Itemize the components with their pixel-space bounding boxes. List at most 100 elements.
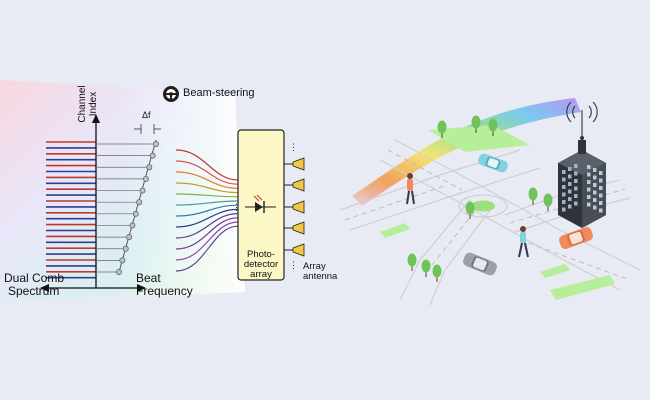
waveguide-line [175, 204, 239, 217]
building-window [568, 182, 572, 186]
tree-icon [437, 120, 447, 134]
comb-lines [46, 141, 96, 279]
pd-line-2: detector [243, 258, 279, 270]
building-window [562, 192, 566, 197]
bottom-band [0, 323, 650, 400]
office-building [558, 136, 606, 228]
waveguide-line [175, 217, 239, 250]
building-window [593, 198, 597, 202]
building-window [574, 201, 578, 206]
channel-bead [149, 152, 156, 159]
photodetector-array-box [237, 129, 285, 281]
building-window [599, 178, 603, 183]
waveguide-line [175, 200, 239, 206]
beat-frequency-label: Beat Frequency [136, 272, 193, 297]
pedestrian-with-phone [406, 173, 415, 205]
antenna-icon [292, 221, 305, 235]
pd-line-1: Photo- [247, 249, 275, 260]
svg-text:⋮: ⋮ [232, 202, 241, 212]
photodetector-array-label: Photo- detector array [238, 250, 284, 280]
building-window [599, 186, 603, 190]
channel-index-label: Channel Index [77, 74, 99, 134]
beam-steering-label: Beam-steering [183, 87, 255, 99]
building-window [587, 195, 591, 199]
building-window [574, 194, 578, 198]
x-axis-arrow-right [137, 284, 146, 292]
array-antenna-line-1: Array [303, 261, 326, 272]
building-window [593, 190, 597, 195]
y-axis-arrow [92, 114, 100, 123]
building-window [587, 187, 591, 192]
svg-text:⋮: ⋮ [289, 260, 298, 270]
channel-bead [122, 245, 129, 252]
beat-frequency-line-1: Beat [136, 271, 161, 285]
tree-icon [528, 187, 538, 201]
building-window [593, 183, 597, 187]
building-window [568, 167, 572, 171]
tree-icon [407, 253, 417, 267]
waveguide-line [175, 160, 239, 185]
pd-line-3: array [250, 268, 272, 280]
channel-index-line-2: Index [87, 91, 99, 117]
tree-icon [465, 201, 475, 215]
array-antenna [292, 157, 305, 257]
antenna-icon [292, 200, 305, 214]
channel-bead [153, 141, 159, 147]
channel-index-line-1: Channel [77, 85, 88, 123]
building-window [599, 208, 603, 213]
channel-bead [126, 234, 133, 241]
delta-f-label: Δf [142, 110, 151, 120]
waveguide-line [175, 149, 239, 181]
steering-wheel-icon [163, 86, 179, 102]
building-window [587, 165, 591, 169]
beat-frequency-line-2: Frequency [136, 283, 193, 298]
waveguide-line [175, 171, 239, 189]
pedestrian-walking [518, 226, 529, 258]
building-window [574, 164, 578, 168]
building-window [593, 168, 597, 172]
building-window [587, 180, 591, 184]
beat-frequency-beads [96, 139, 159, 275]
building-window [562, 170, 566, 174]
channel-bead [136, 199, 143, 206]
waveguide-line [175, 193, 239, 198]
car-grey [463, 252, 497, 276]
building-window [574, 179, 578, 183]
x-axis-arrow-left [40, 284, 49, 292]
channel-bead [116, 269, 122, 275]
building-window [593, 175, 597, 180]
antenna-icon [292, 157, 305, 171]
top-band [0, 0, 650, 75]
tree-icon [543, 193, 553, 207]
building-window [568, 174, 572, 179]
dual-comb-line-2: Spectrum [8, 283, 60, 298]
car-orange [559, 227, 593, 249]
array-antenna-label: Array antenna [303, 262, 337, 282]
channel-bead [146, 164, 153, 171]
building-window [562, 200, 566, 204]
building-window [562, 177, 566, 182]
tree-icon [421, 259, 431, 273]
backdrop-fade [120, 86, 245, 298]
waveguide-line [175, 221, 239, 261]
channel-bead [129, 222, 136, 229]
building-window [568, 204, 572, 209]
building-window [599, 193, 603, 198]
antenna-icon [292, 243, 305, 257]
channel-bead [139, 187, 146, 194]
building-window [562, 207, 566, 212]
waveguide-line [175, 182, 239, 194]
building-window [574, 186, 578, 191]
steered-beam [352, 98, 581, 206]
channel-bead [142, 175, 149, 182]
array-antenna-line-2: antenna [303, 270, 338, 282]
building-window [587, 172, 591, 177]
building-window [568, 197, 572, 201]
building-window [599, 171, 603, 175]
tree-icon [488, 118, 498, 132]
antenna-icon [292, 178, 305, 192]
channel-bead [132, 210, 139, 217]
fan-out-waveguides [175, 149, 239, 272]
tree-icon [432, 264, 442, 278]
